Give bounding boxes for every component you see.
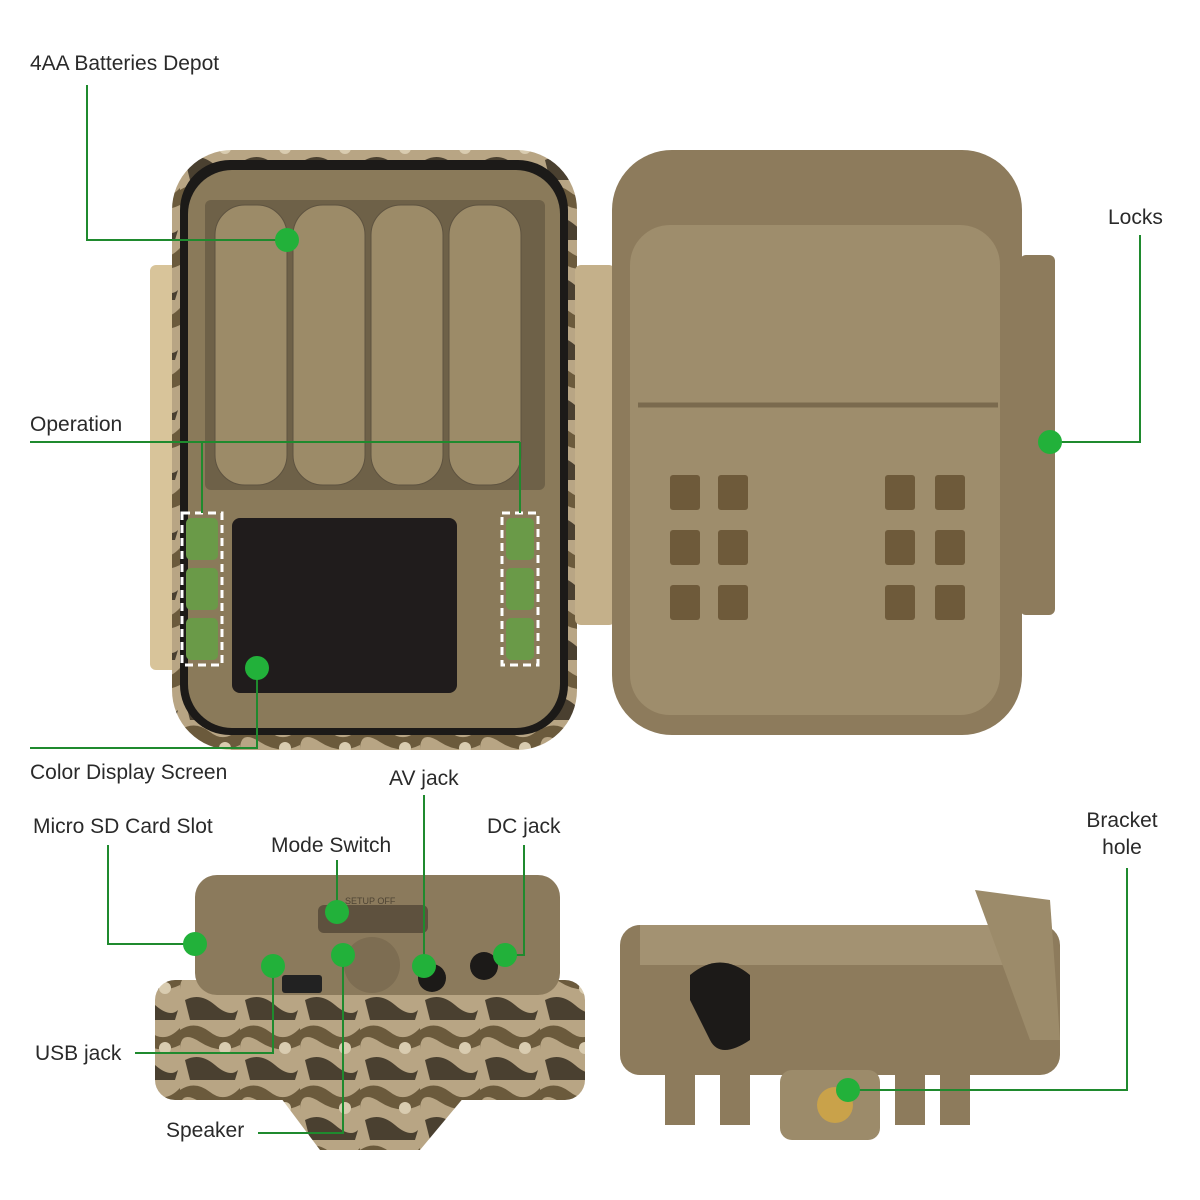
camera-bottom-side xyxy=(195,875,560,995)
marker-dots xyxy=(183,228,1062,1102)
label-usb-jack: USB jack xyxy=(35,1042,122,1065)
switch-text: SETUP OFF xyxy=(345,896,396,906)
label-av-jack: AV jack xyxy=(389,767,459,790)
label-bracket-line2: hole xyxy=(1102,836,1142,860)
speaker-grille xyxy=(344,937,400,993)
label-batteries: 4AA Batteries Depot xyxy=(30,52,220,75)
leader-lines xyxy=(30,85,1141,1134)
label-sd-slot: Micro SD Card Slot xyxy=(33,815,213,838)
lock-latch xyxy=(1020,255,1055,615)
label-operation: Operation xyxy=(30,413,123,436)
dc-port xyxy=(470,952,498,980)
label-dc-jack: DC jack xyxy=(487,815,561,838)
label-mode-switch: Mode Switch xyxy=(271,834,392,857)
label-bracket-hole: Bracket hole xyxy=(1072,807,1172,862)
label-locks: Locks xyxy=(1108,206,1163,229)
label-speaker: Speaker xyxy=(166,1119,245,1142)
usb-port xyxy=(282,975,322,993)
label-screen: Color Display Screen xyxy=(30,761,228,784)
label-bracket-line1: Bracket xyxy=(1086,809,1158,832)
display-screen xyxy=(232,518,457,693)
